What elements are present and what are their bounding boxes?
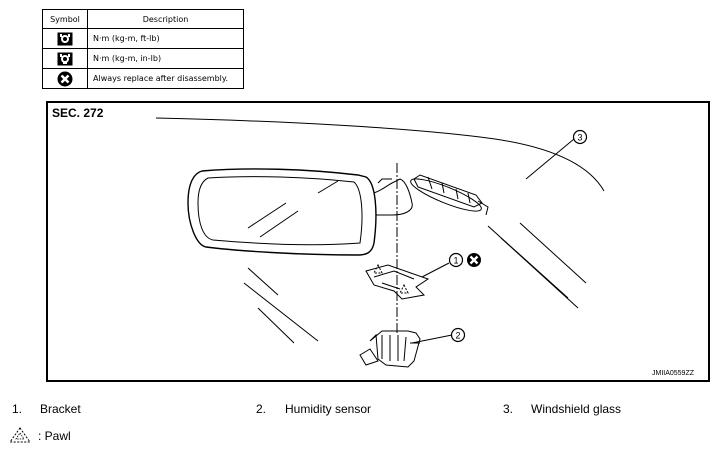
callout-2-number: 2 bbox=[455, 331, 460, 341]
pawl-icon bbox=[9, 427, 31, 443]
legend-number: 2. bbox=[256, 402, 267, 416]
callout-1-circle bbox=[448, 252, 464, 268]
table-row: N·m (kg-m, in-lb) bbox=[42, 48, 244, 69]
table-row: N·m (kg-m, ft-lb) bbox=[42, 28, 244, 49]
windshield-edge bbox=[155, 117, 605, 192]
diagram-figure: 1 2 3 SEC. 272 JMIIA0559ZZ bbox=[46, 101, 710, 382]
pawl-legend-label: : Pawl bbox=[38, 429, 71, 443]
callout-1-leader bbox=[421, 262, 450, 278]
replace-x-icon bbox=[57, 71, 73, 86]
description-cell: Always replace after disassembly. bbox=[87, 68, 244, 89]
figure-code: JMIIA0559ZZ bbox=[651, 370, 694, 377]
callout-2-leader bbox=[411, 334, 453, 344]
bracket-part bbox=[365, 263, 430, 300]
rear-view-mirror bbox=[187, 168, 413, 256]
table-row: Always replace after disassembly. bbox=[42, 68, 244, 89]
callout-3-leader bbox=[525, 138, 575, 180]
legend-label-bracket: Bracket bbox=[40, 402, 81, 416]
replace-x-icon bbox=[467, 253, 481, 267]
section-label: SEC. 272 bbox=[52, 106, 104, 120]
torque-wrench-icon bbox=[57, 32, 73, 45]
callout-2-circle bbox=[450, 327, 466, 343]
symbol-table: Symbol Description N·m (kg-m, ft-lb) bbox=[42, 9, 244, 89]
callout-3-circle bbox=[572, 129, 588, 145]
callout-1-number: 1 bbox=[453, 256, 458, 266]
glass-reflection-lines bbox=[243, 222, 587, 344]
description-header: Description bbox=[87, 9, 244, 29]
symbol-table-header: Symbol Description bbox=[42, 9, 244, 29]
symbol-header: Symbol bbox=[42, 9, 88, 29]
legend-label-windshield-glass: Windshield glass bbox=[531, 402, 622, 416]
mirror-mount-base bbox=[410, 174, 489, 216]
diagram-drawing: 1 2 3 bbox=[155, 117, 605, 368]
legend-number: 3. bbox=[503, 402, 514, 416]
legend-label-humidity-sensor: Humidity sensor bbox=[285, 402, 372, 416]
torque-wrench-inlb-icon bbox=[57, 52, 73, 65]
description-cell: N·m (kg-m, ft-lb) bbox=[87, 28, 244, 49]
callout-3-number: 3 bbox=[577, 133, 582, 143]
humidity-sensor-part bbox=[359, 330, 421, 368]
legend-number: 1. bbox=[12, 402, 23, 416]
description-cell: N·m (kg-m, in-lb) bbox=[87, 48, 244, 69]
